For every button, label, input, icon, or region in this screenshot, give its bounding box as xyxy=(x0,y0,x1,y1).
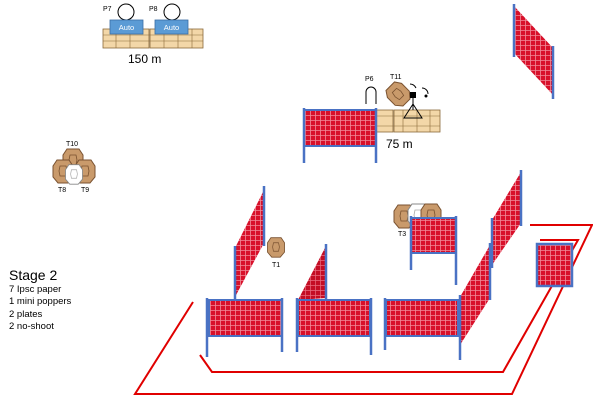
wall-center xyxy=(409,216,458,285)
popper-p8-label: P8 xyxy=(149,6,158,13)
popper-p6-label: P6 xyxy=(365,76,374,83)
target-t8-label: T8 xyxy=(58,187,66,194)
wall-middle-slanted xyxy=(298,244,328,300)
auto-box-p7 xyxy=(109,19,144,35)
legend-line: 2 plates xyxy=(9,308,43,320)
auto-label-p7: Auto xyxy=(119,23,134,32)
mid-wall xyxy=(303,109,377,147)
wall-front-right xyxy=(383,298,459,350)
wall-right-isolated xyxy=(535,242,574,288)
wall-front-middle xyxy=(295,298,373,355)
wall-right-front xyxy=(458,243,492,360)
distance-label-75m: 75 m xyxy=(386,137,413,151)
pallet xyxy=(374,109,394,133)
target-t1-label: T1 xyxy=(272,262,280,269)
popper-bank-150m: P7 P8 Auto Auto 150 m xyxy=(102,3,204,66)
swinger-mechanism xyxy=(403,83,429,119)
target-cluster-left: T10 T8 T9 xyxy=(52,141,96,194)
auto-box-p8 xyxy=(154,19,189,35)
target-t10-label: T10 xyxy=(66,141,78,148)
stage-legend: Stage 2 7 Ipsc paper 1 mini poppers 2 pl… xyxy=(9,266,149,334)
legend-line: 1 mini poppers xyxy=(9,296,72,308)
popper-p6 xyxy=(365,86,377,104)
popper-p7-label: P7 xyxy=(103,6,112,13)
legend-line: 7 Ipsc paper xyxy=(9,284,62,295)
target-t1 xyxy=(267,237,285,258)
auto-label-p8: Auto xyxy=(164,23,179,32)
wall-back-right xyxy=(512,4,555,99)
target-t3-label: T3 xyxy=(398,231,406,238)
target-cluster-center: T3 xyxy=(393,203,442,238)
range-boundary xyxy=(133,224,593,395)
popper-p8-plate xyxy=(163,3,181,21)
wall-right-back xyxy=(490,170,523,268)
target-t11-label: T11 xyxy=(390,74,402,81)
no-shoot-left xyxy=(65,164,83,185)
stage-title: Stage 2 xyxy=(9,267,58,283)
target-t11 xyxy=(382,78,415,111)
legend-line: 2 no-shoot xyxy=(9,321,54,333)
mid-group-75m: P6 T11 75 m xyxy=(302,74,441,163)
popper-p7-plate xyxy=(117,3,135,21)
wall-left-slanted xyxy=(233,186,266,301)
target-t9-label: T9 xyxy=(81,187,89,194)
distance-label-150m: 150 m xyxy=(128,52,161,66)
wall-front-left xyxy=(205,298,284,357)
